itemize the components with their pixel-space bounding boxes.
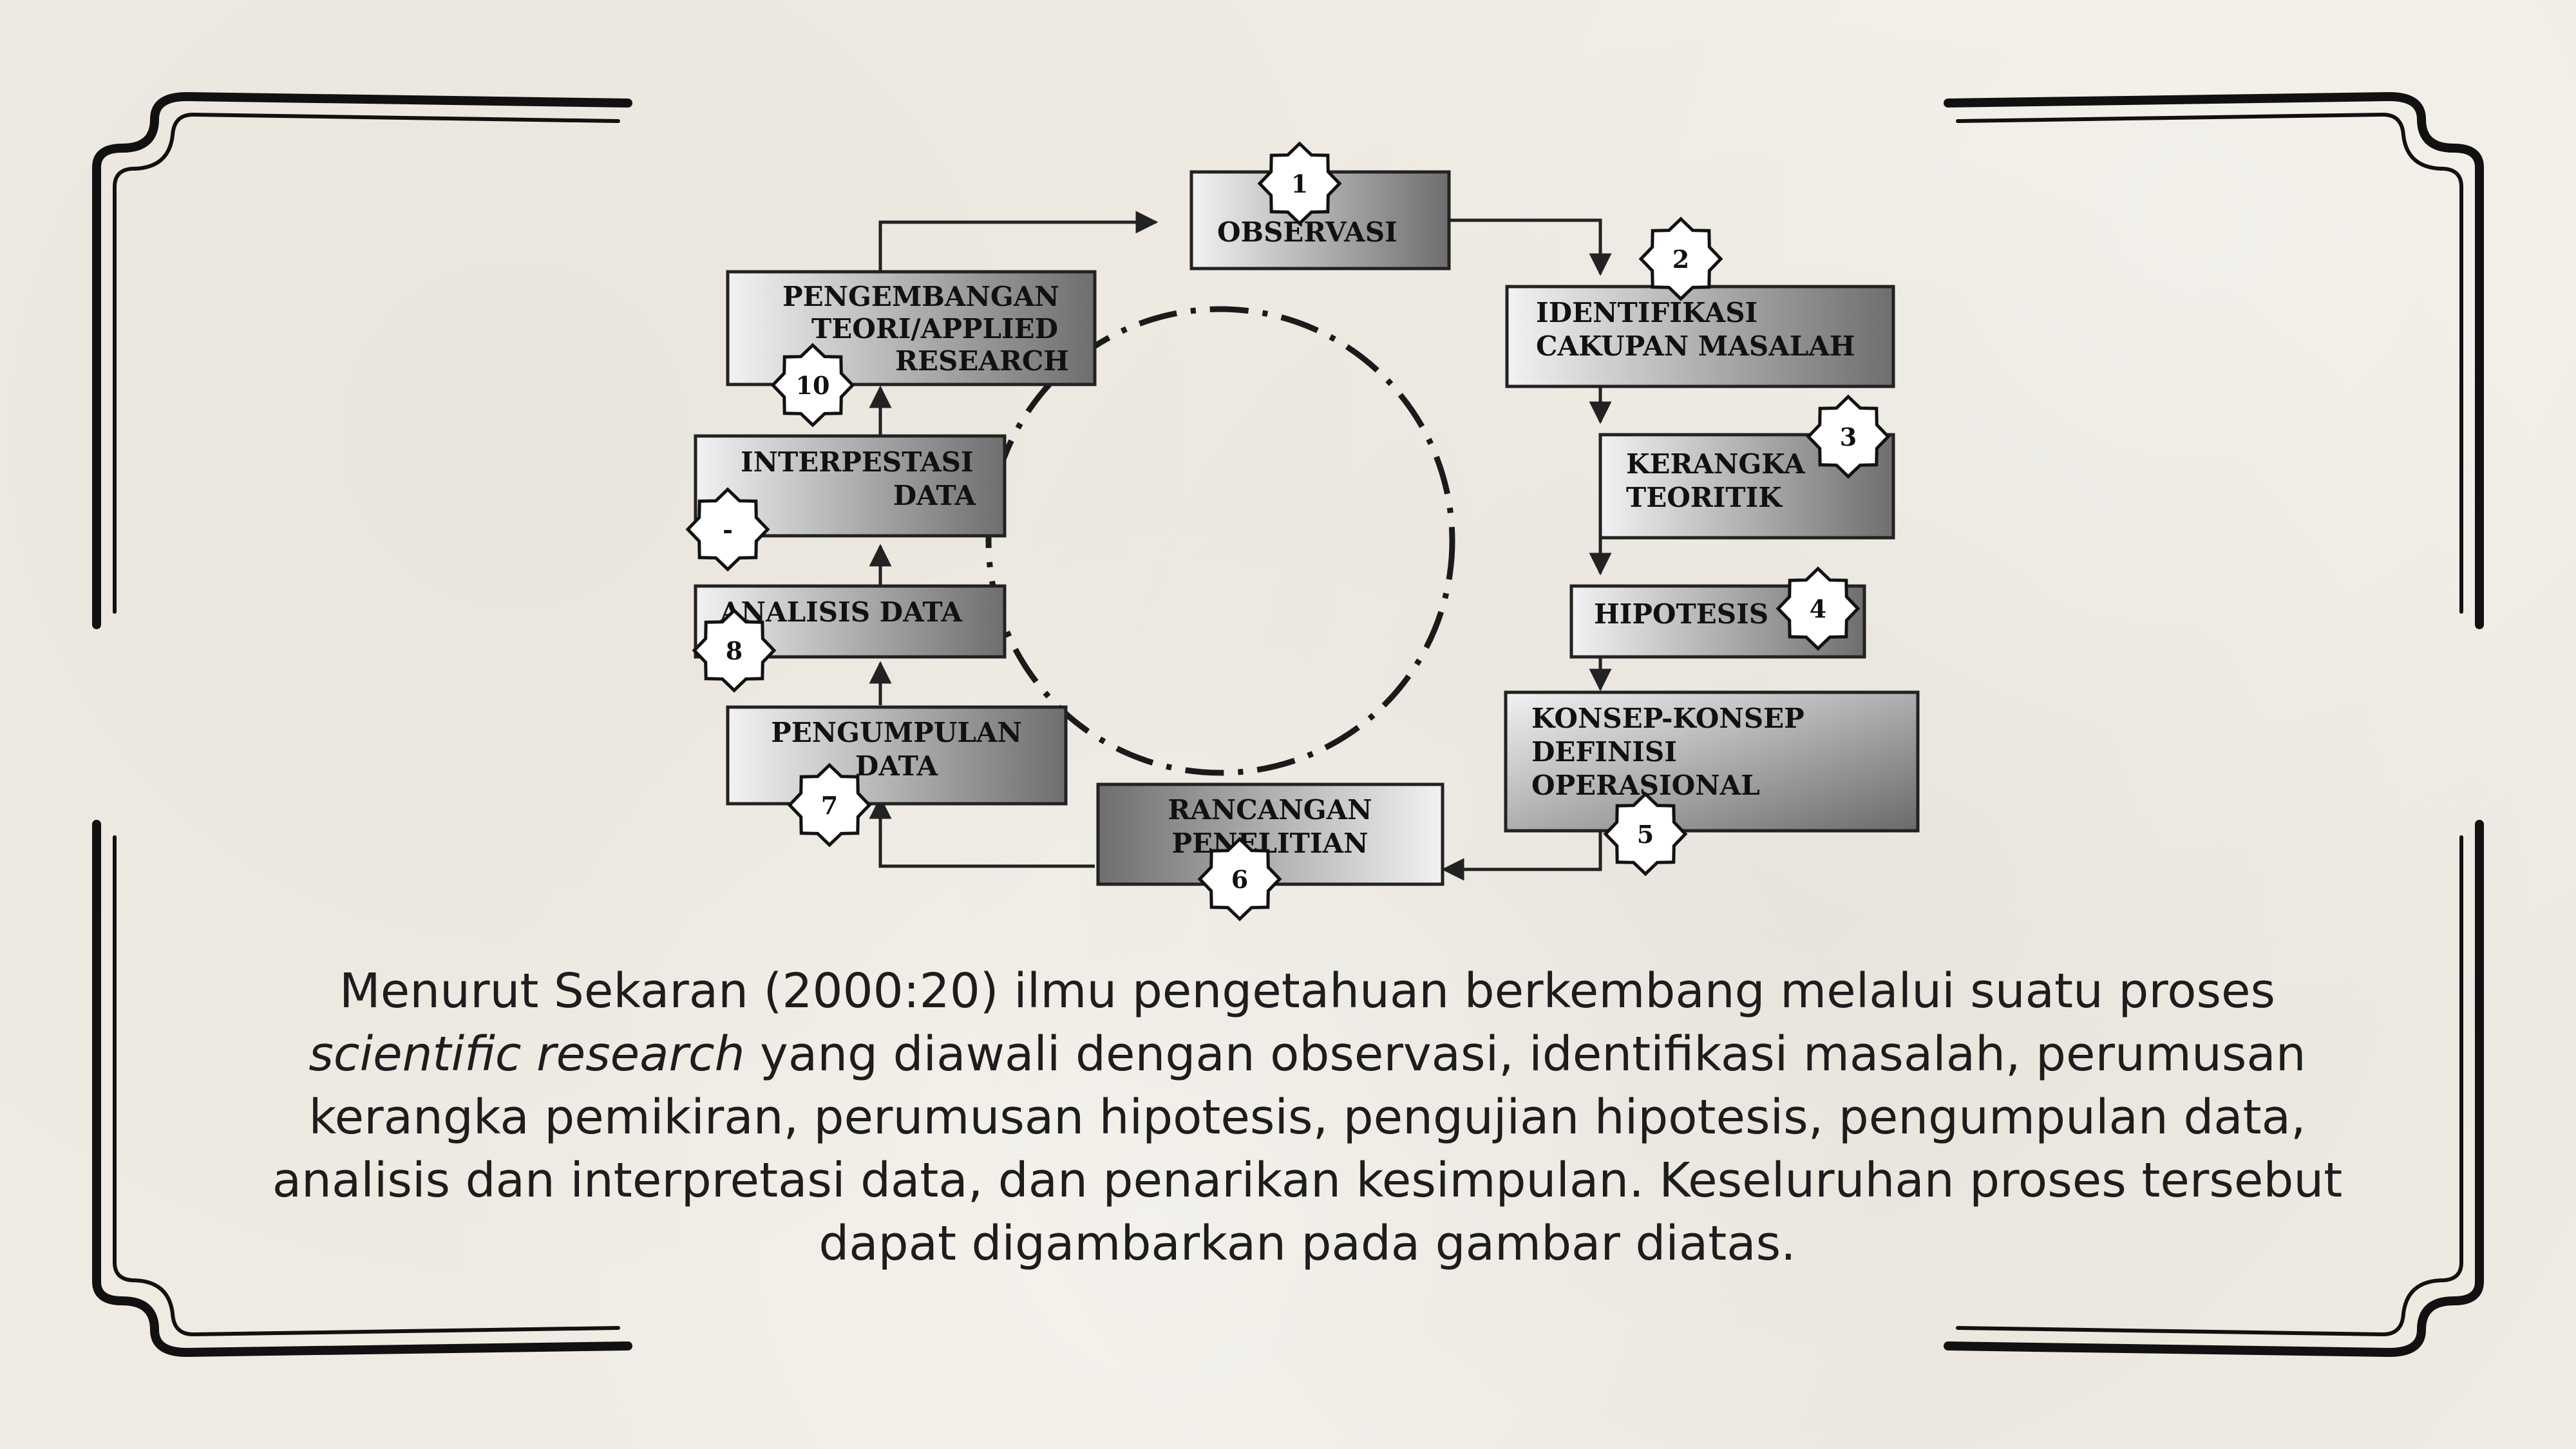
- step-label-4: HIPOTESIS: [1594, 598, 1768, 630]
- step-number-1: 1: [1291, 169, 1308, 198]
- caption-text-start: Menurut Sekaran (2000:20) ilmu pengetahu…: [339, 963, 2276, 1019]
- connector-6-7: [869, 796, 1095, 868]
- step-number-2: 2: [1672, 245, 1689, 274]
- step-number-10: 10: [796, 371, 830, 400]
- cycle-circle: [985, 306, 1455, 776]
- step-label-9b: DATA: [893, 480, 977, 511]
- step-label-3a: KERANGKA: [1626, 448, 1806, 480]
- connector-10-1: [878, 211, 1159, 270]
- step-label-1: OBSERVASI: [1217, 216, 1397, 248]
- step-badge-10: 10: [770, 343, 855, 428]
- star-badge-icon: [787, 762, 872, 848]
- caption-paragraph: Menurut Sekaran (2000:20) ilmu pengetahu…: [245, 960, 2370, 1275]
- step-label-2a: IDENTIFIKASI: [1536, 297, 1757, 328]
- step-label-6a: RANCANGAN: [1168, 794, 1372, 826]
- step-badge-8: 8: [692, 608, 777, 693]
- step-label-10a: PENGEMBANGAN: [782, 281, 1059, 312]
- star-badge-icon: [1638, 216, 1723, 301]
- step-label-9a: INTERPESTASI: [741, 446, 974, 478]
- step-label-7b: DATA: [855, 750, 939, 782]
- frame-corner-top-left-inner: [113, 112, 620, 614]
- connector-1-2: [1450, 218, 1612, 276]
- step-number-9: -: [723, 515, 733, 544]
- step-label-6b: PENELITIAN: [1171, 828, 1368, 859]
- step-badge-1: 1: [1257, 141, 1342, 226]
- step-badge-9: -: [685, 487, 770, 572]
- step-label-3b: TEORITIK: [1626, 482, 1783, 513]
- connector-5-6: [1441, 831, 1602, 881]
- star-badge-icon: [685, 487, 770, 572]
- frame-corner-bottom-left-inner: [113, 835, 620, 1337]
- star-badge-icon: [1776, 566, 1861, 651]
- step-box-2: [1505, 285, 1895, 388]
- step-number-5: 5: [1637, 820, 1654, 849]
- step-number-3: 3: [1840, 422, 1857, 451]
- step-label-10c: RESEARCH: [895, 345, 1069, 377]
- step-number-6: 6: [1231, 865, 1248, 894]
- step-badge-2: 2: [1638, 216, 1723, 301]
- step-label-10b: TEORI/APPLIED: [811, 313, 1058, 345]
- step-badge-6: 6: [1197, 837, 1282, 922]
- frame-corner-top-left: [92, 91, 632, 629]
- step-label-5b: DEFINISI: [1531, 736, 1677, 768]
- step-badge-4: 4: [1776, 566, 1861, 651]
- step-box-7: [726, 705, 1068, 806]
- star-badge-icon: [770, 343, 855, 428]
- step-badge-5: 5: [1603, 791, 1688, 876]
- star-badge-icon: [1603, 791, 1688, 876]
- step-label-7a: PENGUMPULAN: [771, 717, 1022, 748]
- step-badge-7: 7: [787, 762, 872, 848]
- step-number-8: 8: [726, 636, 743, 665]
- star-badge-icon: [1257, 141, 1342, 226]
- frame-corner-top-right: [1944, 91, 2484, 629]
- frame-corner-bottom-right-inner: [1956, 835, 2463, 1337]
- step-label-5a: KONSEP-KONSEP: [1531, 703, 1804, 734]
- step-number-7: 7: [821, 791, 838, 820]
- frame-corner-top-right-inner: [1956, 112, 2463, 614]
- step-label-2b: CAKUPAN MASALAH: [1536, 330, 1855, 362]
- star-badge-icon: [1806, 394, 1891, 479]
- caption-italic-term: scientific research: [308, 1027, 745, 1082]
- star-badge-icon: [692, 608, 777, 693]
- frame-corner-bottom-right: [1944, 820, 2484, 1358]
- step-badge-3: 3: [1806, 394, 1891, 479]
- step-number-4: 4: [1810, 594, 1826, 623]
- step-box-5: [1504, 690, 1920, 833]
- caption-text-rest: yang diawali dengan observasi, identifik…: [272, 1027, 2343, 1271]
- star-badge-icon: [1197, 837, 1282, 922]
- frame-corner-bottom-left: [92, 820, 632, 1358]
